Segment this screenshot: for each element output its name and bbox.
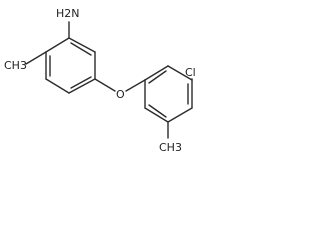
amine-label: H2N xyxy=(56,7,80,20)
ether-bond-right xyxy=(125,79,146,92)
bond xyxy=(144,107,169,123)
double-bond-inner xyxy=(70,76,92,89)
bond xyxy=(45,37,70,53)
molecule-drawing: H2N CH3 O Cl CH3 xyxy=(4,7,196,154)
bond xyxy=(144,65,169,81)
bond xyxy=(167,65,193,81)
methyl-label-bottom: CH3 xyxy=(159,141,182,154)
double-bond-inner xyxy=(148,104,167,118)
double-bond-inner xyxy=(148,70,167,84)
chlorine-label: Cl xyxy=(185,66,196,79)
ether-bond-left xyxy=(94,78,116,92)
bond xyxy=(45,78,70,94)
methyl-bond-top xyxy=(25,51,47,65)
double-bond-inner xyxy=(70,42,92,56)
aminophenyl-ring xyxy=(45,37,96,94)
structure-diagram: H2N CH3 O Cl CH3 xyxy=(0,0,206,163)
oxygen-label: O xyxy=(116,88,125,101)
bond xyxy=(167,107,193,123)
bond xyxy=(68,37,96,53)
bond xyxy=(68,78,96,94)
chlorophenyl-ring xyxy=(144,65,193,123)
methyl-label-top: CH3 xyxy=(4,59,27,72)
